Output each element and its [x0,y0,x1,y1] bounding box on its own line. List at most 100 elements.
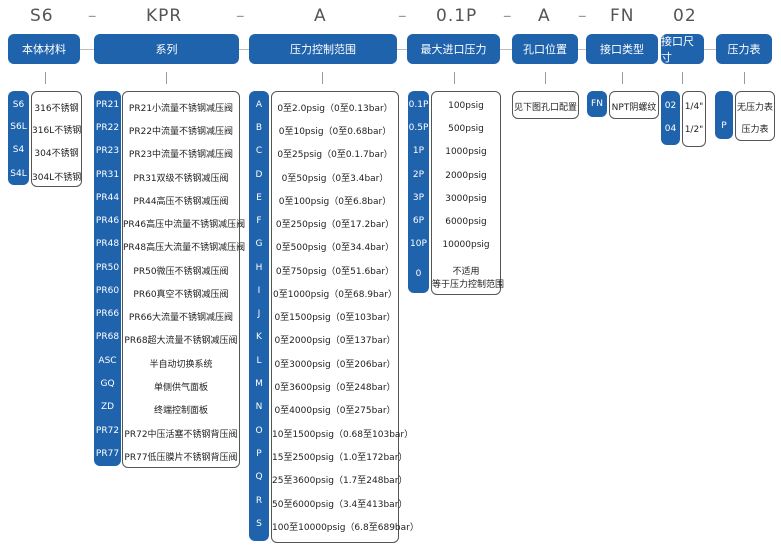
tick [166,72,167,84]
series-code: PR66 [95,309,120,319]
pressure-range-label: 0至1500psig（0至103bar） [274,313,396,323]
max-inlet-label: 等于压力控制范围 [432,280,505,290]
pressure-range-code: N [255,402,263,412]
pressure-range-label: 15至2500psig（1.0至172bar） [272,453,408,463]
header-connector [704,49,716,50]
port-size-labels: 1/4" 1/2" [682,91,706,147]
material-code: S4 [12,145,25,155]
pressure-range-label: 0至1000psig（0至68.9bar） [273,290,397,300]
material-codes: S6 S6L S4 S4L [8,91,29,185]
series-code: PR23 [95,146,120,156]
pressure-range-code: M [255,379,263,389]
code-dash: – [88,6,97,26]
pressure-range-label: 10至1500psig（0.68至103bar） [272,430,414,440]
series-label: PR50微压不锈钢减压阀 [133,267,229,277]
max-inlet-code: 1P [412,146,425,156]
series-label: PR66大流量不锈钢减压阀 [128,313,234,323]
series-label: PR22中流量不锈钢减压阀 [128,127,234,137]
series-label: 终端控制面板 [153,406,208,416]
port-size-label: 1/2" [684,125,704,135]
code-dash: – [236,6,245,26]
series-code: PR21 [95,100,120,110]
code-port-size: 02 [673,6,697,26]
pressure-range-label: 0至3600psig（0至248bar） [274,383,396,393]
series-labels: PR21小流量不锈钢减压阀 PR22中流量不锈钢减压阀 PR23中流量不锈钢减压… [122,91,246,468]
material-labels: 316不锈钢 316L不锈钢 304不锈钢 304L不锈钢 [31,91,82,187]
max-inlet-label: 2000psig [445,171,487,181]
max-inlet-code: 10P [410,239,427,249]
pressure-range-label: 0至500psig（0至34.4bar） [275,243,395,253]
pressure-range-code: S [256,519,262,529]
max-inlet-label: 100psig [448,101,484,111]
series-label: PR77低压膜片不锈钢背压阀 [124,453,238,463]
max-inlet-code: 3P [412,193,425,203]
series-label: 半自动切换系统 [149,360,213,370]
header-material: 本体材料 [8,34,80,64]
material-code: S6 [12,100,25,110]
gauge-labels: 无压力表 压力表 [735,91,775,141]
material-label: 316不锈钢 [34,104,79,114]
max-inlet-label: 6000psig [445,217,487,227]
series-label: PR46高压中流量不锈钢减压阀 [123,220,246,230]
max-inlet-code: 0.5P [408,123,429,133]
code-dash: – [398,6,407,26]
pressure-range-code: H [255,263,263,273]
pressure-range-codes: A B C D E F G H I J K L M N O P Q R S [249,91,269,541]
header-max-inlet: 最大进口压力 [407,34,500,64]
header-pressure-range: 压力控制范围 [249,34,397,64]
port-size-code: 04 [664,124,677,134]
header-series: 系列 [94,34,239,64]
pressure-range-label: 0至50psig（0至3.4bar） [281,174,389,184]
pressure-range-code: R [255,496,263,506]
code-pressure-range: A [314,6,327,26]
tick [454,72,455,84]
series-code: PR44 [95,193,120,203]
port-type-labels: NPT阴螺纹 [609,91,659,119]
header-port-type: 接口类型 [586,34,658,64]
series-code: PR72 [95,426,120,436]
tick [45,72,46,84]
max-inlet-label: 3000psig [445,194,487,204]
pressure-range-code: B [255,123,263,133]
max-inlet-label: 不适用 [452,267,480,277]
code-series: KPR [146,6,183,26]
gauge-label: 压力表 [741,125,769,135]
max-inlet-code: 6P [412,216,425,226]
series-code: PR48 [95,239,120,249]
header-connector [397,49,407,50]
port-size-code: 02 [664,101,677,111]
pressure-range-code: K [256,332,262,342]
max-inlet-label: 500psig [448,124,484,134]
series-code: ZD [100,402,115,412]
tick [744,72,745,84]
series-label: 单侧供气面板 [153,383,208,393]
series-code: PR22 [95,123,120,133]
code-port-position: A [538,6,551,26]
gauge-code: P [721,121,727,131]
pressure-range-labels: 0至2.0psig（0至0.13bar） 0至10psig（0至0.68bar）… [271,91,419,543]
max-inlet-label: 1000psig [445,147,487,157]
max-inlet-code: 0 [415,269,422,279]
pressure-range-code: A [255,100,263,110]
pressure-range-label: 50至6000psig（3.4至413bar） [272,500,408,510]
pressure-range-code: O [255,426,263,436]
pressure-range-label: 0至750psig（0至51.6bar） [275,267,395,277]
pressure-range-label: 100至10000psig（6.8至689bar） [272,523,419,533]
series-label: PR31双级不锈钢减压阀 [133,174,229,184]
header-port-position: 孔口位置 [512,34,578,64]
pressure-range-code: I [257,286,261,296]
tick [322,72,323,84]
pressure-range-label: 0至2.0psig（0至0.13bar） [277,104,393,114]
series-code: PR60 [95,286,120,296]
material-code: S4L [10,169,27,179]
port-position-label: 见下图孔口配置 [513,103,577,113]
code-dash: – [578,6,587,26]
series-codes: PR21 PR22 PR23 PR31 PR44 PR46 PR48 PR50 … [94,91,121,466]
pressure-range-code: J [257,309,261,319]
code-material: S6 [30,6,54,26]
gauge-label: 无压力表 [736,103,773,113]
pressure-range-label: 0至10psig（0至0.68bar） [278,127,392,137]
tick [682,72,683,84]
port-size-label: 1/4" [684,102,704,112]
pressure-range-code: D [255,170,263,180]
